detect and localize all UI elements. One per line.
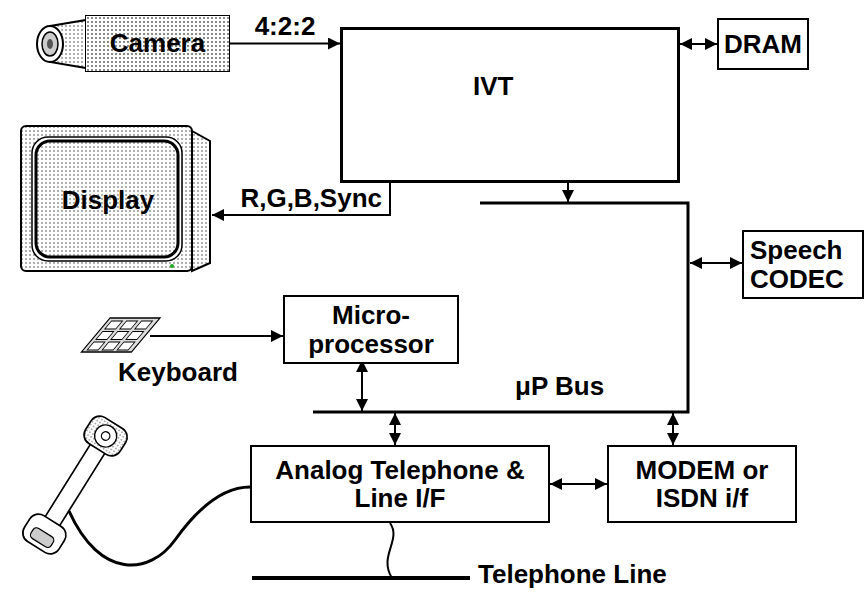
signal-arrow bbox=[230, 43, 340, 45]
modem-box: MODEM or ISDN i/f bbox=[607, 445, 797, 523]
bus-tap bbox=[690, 262, 742, 264]
signal-arrow bbox=[680, 43, 717, 45]
signal-label: R,G,B,Sync bbox=[240, 184, 382, 212]
codec-box: Speech CODEC bbox=[742, 230, 864, 299]
node-text: DRAM bbox=[724, 30, 802, 58]
bus-tap bbox=[361, 360, 363, 411]
bus-tap bbox=[672, 413, 674, 445]
lens-rim bbox=[37, 26, 63, 62]
node-text: MODEM or ISDN i/f bbox=[621, 456, 783, 512]
signal-label: 4:2:2 bbox=[255, 12, 316, 40]
display-monitor: Display bbox=[20, 125, 212, 275]
screen bbox=[36, 141, 178, 257]
line-label: Telephone Line bbox=[478, 560, 667, 588]
camera-body: Camera bbox=[85, 15, 230, 72]
power-led bbox=[170, 264, 174, 268]
handset-icon bbox=[19, 412, 131, 558]
monitor-case bbox=[21, 126, 192, 271]
lens-glass bbox=[42, 32, 58, 56]
line-drop bbox=[387, 523, 393, 578]
node-text: Micro- processor bbox=[293, 301, 449, 357]
camera-lens bbox=[37, 20, 86, 68]
signal-arrow bbox=[550, 483, 607, 485]
line-interface-box: Analog Telephone & Line I/F bbox=[250, 445, 550, 523]
keyboard-wire bbox=[150, 335, 283, 337]
processor-box: Micro- processor bbox=[283, 295, 459, 364]
node-text: Display bbox=[62, 186, 155, 214]
ivt-chip: IVT bbox=[340, 27, 680, 183]
node-text: Analog Telephone & Line I/F bbox=[268, 456, 532, 512]
bus-label: μP Bus bbox=[515, 372, 604, 400]
lens-center bbox=[47, 39, 53, 49]
node-text: Camera bbox=[110, 29, 205, 57]
handset-cord bbox=[69, 487, 250, 565]
node-text: IVT bbox=[473, 72, 513, 100]
device-label: Keyboard bbox=[118, 358, 238, 386]
signal-arrow bbox=[212, 183, 390, 215]
keypad-icon bbox=[81, 318, 160, 352]
bus-tap bbox=[394, 413, 396, 445]
telephone-line bbox=[252, 576, 470, 580]
screen-bezel bbox=[32, 137, 182, 261]
node-text: Speech CODEC bbox=[750, 236, 856, 292]
memory-box: DRAM bbox=[717, 18, 809, 70]
monitor-side bbox=[192, 131, 210, 271]
